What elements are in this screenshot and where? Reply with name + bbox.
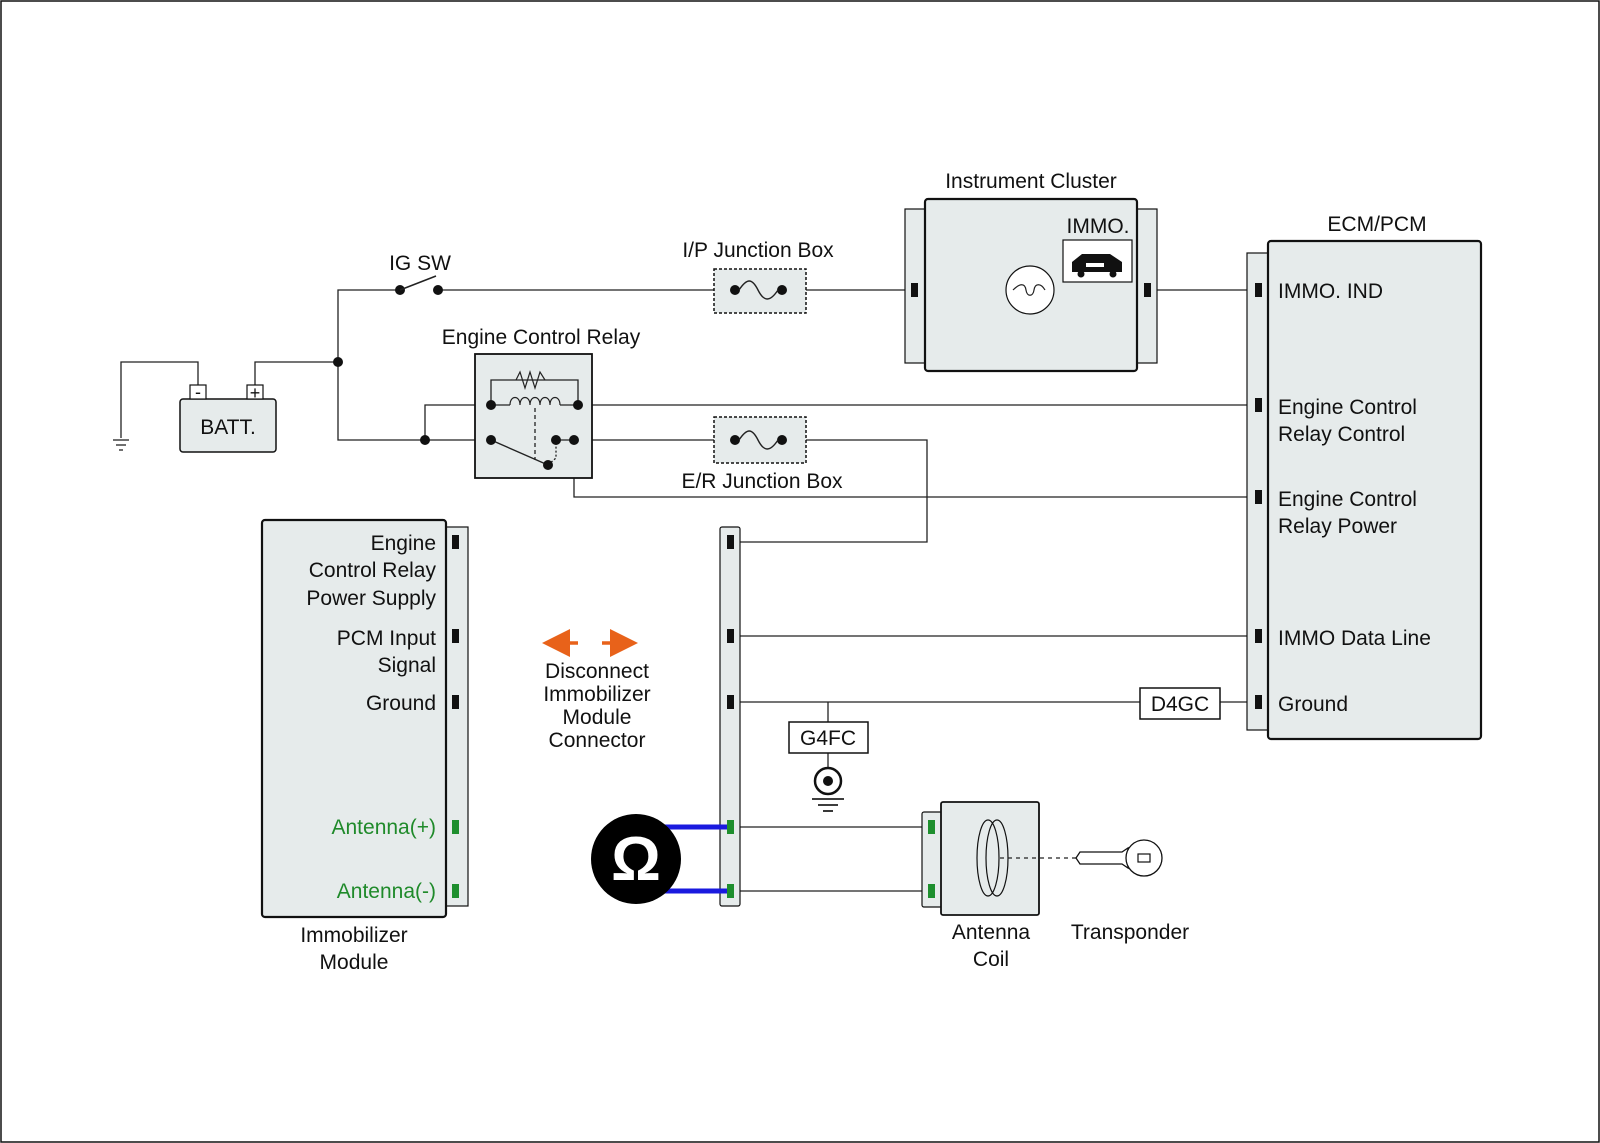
ecm-pin-immo-data — [1255, 629, 1262, 643]
immo-pin-label-pcm-input-1: PCM Input — [337, 627, 436, 650]
disconnect-note-line-1: Disconnect — [545, 660, 649, 683]
harness-connector — [719, 526, 741, 907]
ecm-pin-ground — [1255, 695, 1262, 709]
battery-plus-label: + — [250, 383, 261, 403]
immo-pin-label-antenna-plus: Antenna(+) — [332, 816, 437, 839]
car-key-icon — [1072, 254, 1122, 278]
g4fc-ground-point: G4FC — [788, 721, 869, 812]
immo-indicator-label: IMMO. — [1067, 215, 1130, 238]
immobilizer-module-label-2: Module — [320, 951, 389, 974]
disconnect-note-line-2: Immobilizer — [543, 683, 650, 706]
er-junction-box-label: E/R Junction Box — [681, 470, 843, 493]
ecm-pin-immo-ind — [1255, 283, 1262, 297]
battery: - + BATT. — [179, 382, 277, 453]
immo-pin-label-relay-power-1: Engine — [371, 532, 436, 555]
ecm-pin-label-immo-data: IMMO Data Line — [1278, 627, 1431, 650]
d4gc-label: D4GC — [1151, 693, 1209, 716]
ecm-pin-label-immo-ind: IMMO. IND — [1278, 280, 1383, 303]
ecm-pcm: ECM/PCM IMMO. IND Engine Control Relay C… — [1246, 213, 1483, 741]
ecm-pin-label-relay-power-1: Engine Control — [1278, 488, 1417, 511]
transponder-key-icon: Transponder — [1071, 839, 1189, 944]
ohmmeter: Ω — [591, 814, 727, 904]
ecm-pin-label-relay-control-1: Engine Control — [1278, 396, 1417, 419]
battery-label: BATT. — [200, 416, 256, 439]
engine-control-relay: Engine Control Relay — [442, 326, 641, 479]
immo-pin-antenna-plus — [452, 820, 459, 834]
immo-pin-label-relay-power-2: Control Relay — [309, 559, 437, 582]
transponder-label: Transponder — [1071, 921, 1189, 944]
disconnect-note-line-3: Module — [563, 706, 632, 729]
harness-pin-ground — [727, 695, 734, 709]
ip-junction-box-label: I/P Junction Box — [682, 239, 834, 262]
ecm-pcm-label: ECM/PCM — [1327, 213, 1426, 236]
instrument-cluster-label: Instrument Cluster — [945, 170, 1117, 193]
coil-pin-minus — [928, 884, 935, 898]
engine-control-relay-label: Engine Control Relay — [442, 326, 641, 349]
chassis-ground-symbol — [113, 439, 129, 451]
ecm-pin-relay-power — [1255, 490, 1262, 504]
immo-pin-label-antenna-minus: Antenna(-) — [337, 880, 436, 903]
immo-pin-label-ground: Ground — [366, 692, 436, 715]
disconnect-note: Disconnect Immobilizer Module Connector — [542, 629, 651, 752]
d4gc-ground-point: D4GC — [1139, 687, 1221, 720]
cluster-pin-out — [1144, 283, 1151, 297]
immo-pin-label-relay-power-3: Power Supply — [306, 587, 436, 610]
harness-pin-data — [727, 629, 734, 643]
immo-pin-ground — [452, 695, 459, 709]
instrument-cluster: IMMO. Instrument Cluster — [904, 170, 1158, 373]
immo-pin-pcm-input — [452, 629, 459, 643]
harness-pin-antenna-minus — [727, 884, 734, 898]
coil-pin-plus — [928, 820, 935, 834]
ecm-pin-label-relay-power-2: Relay Power — [1278, 515, 1397, 538]
immobilizer-module-label-1: Immobilizer — [300, 924, 407, 947]
harness-pin-antenna-plus — [727, 820, 734, 834]
cluster-pin-in — [911, 283, 918, 297]
ecm-pin-label-ground: Ground — [1278, 693, 1348, 716]
immo-pin-relay-power — [452, 535, 459, 549]
antenna-coil-label-1: Antenna — [952, 921, 1031, 944]
ig-sw-label: IG SW — [389, 252, 451, 275]
ip-junction-box: I/P Junction Box — [682, 239, 834, 314]
g4fc-label: G4FC — [800, 727, 856, 750]
ohm-symbol-icon: Ω — [611, 825, 661, 894]
er-junction-box: E/R Junction Box — [681, 416, 843, 493]
immo-pin-antenna-minus — [452, 884, 459, 898]
harness-pin-relay-power — [727, 535, 734, 549]
immo-pin-label-pcm-input-2: Signal — [378, 654, 436, 677]
junction-nodes — [333, 357, 430, 445]
battery-minus-label: - — [195, 382, 201, 402]
disconnect-note-line-4: Connector — [549, 729, 646, 752]
ecm-pin-label-relay-control-2: Relay Control — [1278, 423, 1405, 446]
antenna-coil: Antenna Coil — [921, 801, 1080, 971]
antenna-coil-label-2: Coil — [973, 948, 1009, 971]
immobilizer-module: Engine Control Relay Power Supply PCM In… — [260, 518, 469, 974]
ignition-switch: IG SW — [389, 252, 451, 295]
ecm-pin-relay-control — [1255, 398, 1262, 412]
